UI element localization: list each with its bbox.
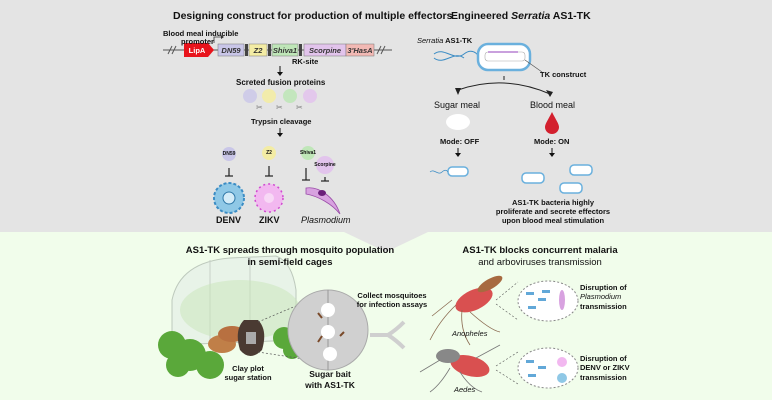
aedes-mosquito-icon (419, 344, 501, 393)
gene-scorpine: Scorpine (308, 46, 342, 55)
svg-text:✂: ✂ (256, 103, 263, 112)
z2-gene (248, 43, 268, 57)
fusion-proteins: ✂ ✂ ✂ (243, 89, 317, 112)
construct-title: Designing construct for production of mu… (173, 10, 453, 22)
gene-z2: Z2 (253, 46, 263, 55)
gene-dn59: DN59 (221, 46, 241, 55)
gene-lipa: LipA (188, 46, 206, 55)
result-line-1: AS1-TK bacteria highly (511, 198, 595, 207)
target-plasmodium: Plasmodium (301, 215, 351, 225)
dn59-gene (217, 43, 245, 57)
bushes-icon (158, 327, 301, 379)
spread-title-1: AS1-TK spreads through mosquito populati… (185, 245, 395, 256)
bacteria-label: Serratia AS1-TK (417, 36, 472, 45)
serratia-title-italic: Serratia (511, 10, 551, 22)
mode-off-label: Mode: OFF (440, 137, 480, 146)
branch-arrows (457, 82, 551, 95)
bacteria-label-suffix: AS1-TK (443, 36, 473, 45)
effector-shiva1: Shiva1 (299, 150, 317, 156)
disrupt-plasmodium-2: Plasmodium (580, 292, 622, 301)
sugar-drop-icon (446, 114, 470, 130)
transition-arrow (344, 222, 428, 252)
anopheles-label: Anopheles (452, 329, 488, 338)
svg-text:✂: ✂ (296, 103, 303, 112)
effector-scorpine: Scorpine (314, 162, 336, 168)
disrupt-plasmodium-1: Disruption of (580, 283, 627, 292)
spread-title-2: in semi-field cages (247, 257, 333, 268)
bacteria-label-italic: Serratia (417, 36, 444, 45)
zikv-virus-icon (254, 183, 284, 213)
bacteria-off (447, 166, 469, 177)
blood-drop-icon (545, 112, 559, 134)
serratia-title: Engineered Serratia AS1-TK (451, 10, 591, 22)
split-arrow (370, 320, 406, 350)
result-line-2: proliferate and secrete effectors (495, 207, 611, 216)
gene-construct (163, 35, 392, 57)
promoter-label-2: promoter (181, 37, 214, 46)
sugar-bait-zoom-icon (287, 289, 369, 371)
aedes-label: Aedes (454, 385, 476, 394)
disrupt-virus-2: DENV or ZIKV (580, 363, 630, 372)
svg-text:✂: ✂ (276, 103, 283, 112)
clay-pots-icon (208, 320, 265, 356)
promoter-label-1: Blood meal inducible (163, 29, 239, 38)
bait-label-1: Sugar bait (309, 369, 351, 379)
denv-virus-icon (213, 182, 245, 214)
collect-label-1: Collect mosquitoes (357, 291, 427, 300)
effector-proteins (222, 146, 334, 174)
blocks-title-2: and arboviruses transmission (478, 257, 602, 268)
serratia-bacterium-icon (433, 42, 543, 73)
result-line-3: upon blood meal stimulation (501, 216, 605, 225)
clay-label-1: Clay plot (232, 364, 264, 373)
bottom-panel (0, 232, 772, 400)
blood-meal-label: Blood meal (530, 100, 576, 110)
fusion-label: Screted fusion proteins (236, 78, 326, 87)
plasmodium-icon (305, 187, 341, 215)
rk-site-label: RK-site (292, 57, 319, 66)
bait-label-2: with AS1-TK (305, 380, 355, 390)
greenhouse-icon (171, 255, 300, 346)
target-zikv: ZIKV (259, 215, 280, 225)
tk-construct-label: TK construct (540, 70, 587, 79)
clay-label-2: sugar station (224, 373, 272, 382)
top-panel (0, 0, 772, 232)
disrupt-virus-1: Disruption of (580, 354, 627, 363)
effector-dn59: DN59 (222, 151, 236, 157)
inhibition-marks (225, 166, 329, 182)
collect-label-2: for infection assays (356, 300, 428, 309)
plasmodium-disruption-zoom-icon (517, 280, 579, 322)
disrupt-virus-3: transmission (580, 373, 627, 382)
gene-hasa: 3'HasA (347, 46, 373, 55)
disrupt-plasmodium-3: transmission (580, 302, 627, 311)
lipa-gene (184, 43, 214, 57)
effector-z2: Z2 (266, 150, 272, 156)
serratia-title-prefix: Engineered (451, 10, 512, 22)
virus-disruption-zoom-icon (517, 347, 579, 389)
mode-on-label: Mode: ON (534, 137, 570, 146)
cleavage-label: Trypsin cleavage (251, 117, 312, 126)
gene-shiva1: Shiva1 (272, 46, 298, 55)
serratia-title-suffix: AS1-TK (550, 10, 591, 22)
target-denv: DENV (216, 215, 242, 225)
promoter-arrow-icon (213, 36, 222, 43)
shiva1-gene (271, 43, 299, 57)
bacteria-on (521, 164, 593, 194)
blocks-title-1: AS1-TK blocks concurrent malaria (462, 245, 618, 256)
anopheles-mosquito-icon (429, 275, 503, 346)
hasa-gene (345, 43, 375, 57)
sugar-meal-label: Sugar meal (434, 100, 481, 110)
